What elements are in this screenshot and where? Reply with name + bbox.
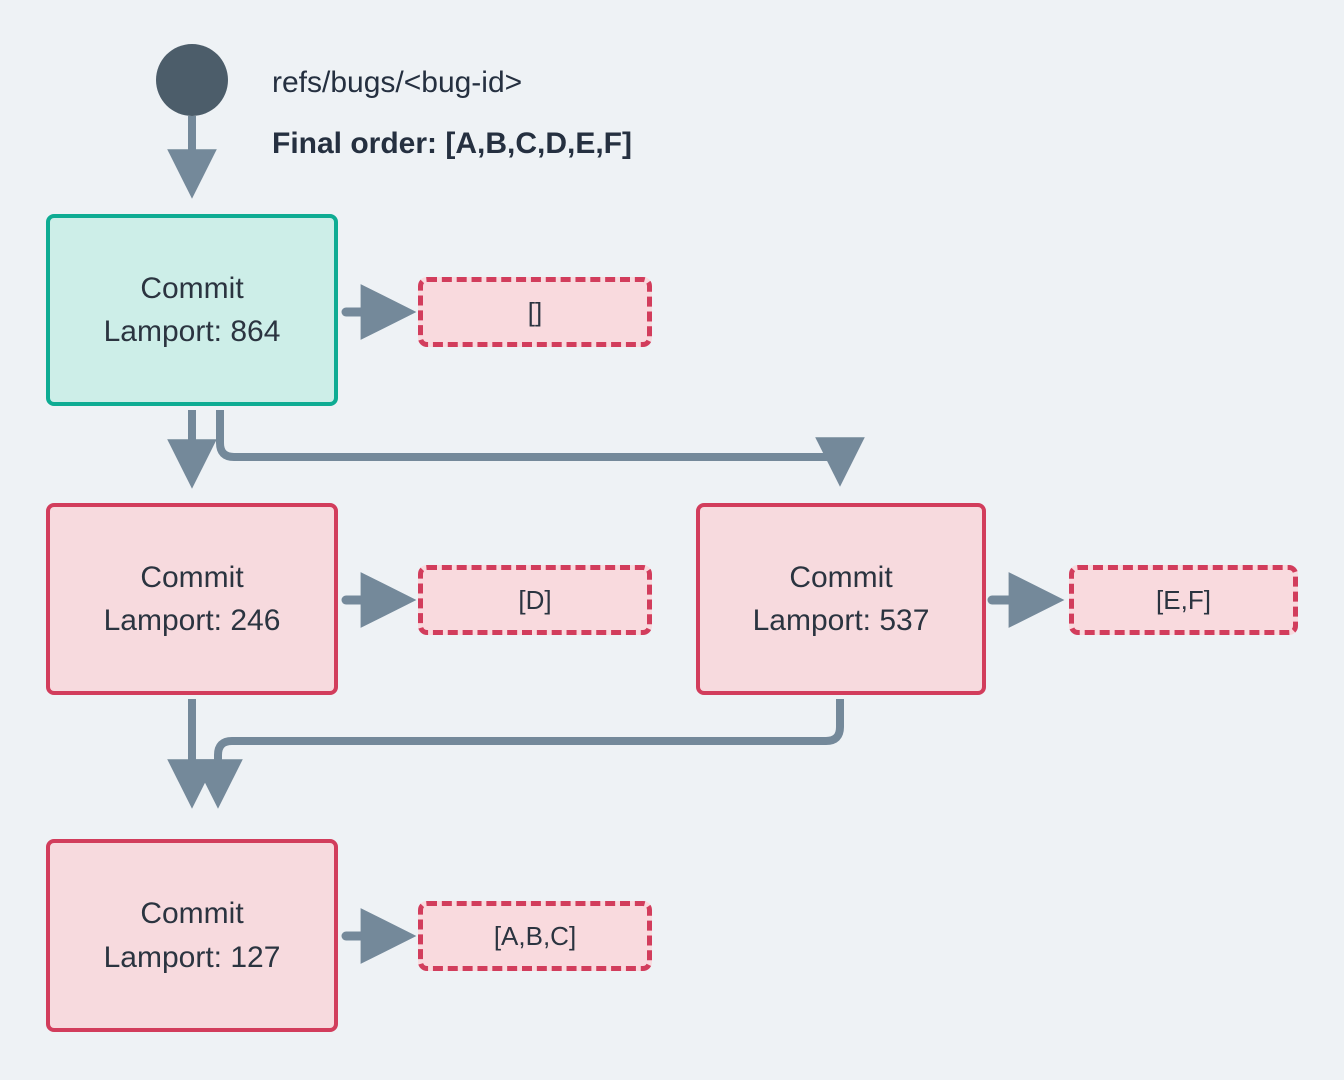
commit-node-246[interactable]: Commit Lamport: 246 bbox=[46, 503, 338, 695]
commit-node-246-label: Commit bbox=[140, 560, 244, 594]
payload-chip-537[interactable]: [E,F] bbox=[1069, 565, 1298, 635]
commit-node-864-lamport: Lamport: 864 bbox=[103, 315, 281, 348]
payload-chip-246[interactable]: [D] bbox=[418, 565, 652, 635]
commit-node-537-label: Commit bbox=[789, 560, 893, 594]
payload-chip-864[interactable]: [] bbox=[418, 277, 652, 347]
commit-node-127-lamport: Lamport: 127 bbox=[103, 940, 281, 974]
payload-chip-537-value: [E,F] bbox=[1156, 584, 1211, 615]
payload-chip-864-value: [] bbox=[527, 296, 543, 327]
commit-node-127[interactable]: Commit Lamport: 127 bbox=[46, 839, 338, 1032]
payload-chip-246-value: [D] bbox=[518, 584, 552, 615]
commit-node-864[interactable]: Commit Lamport: 864 bbox=[46, 214, 338, 406]
edge-537-to-127 bbox=[193, 699, 844, 809]
commit-node-537[interactable]: Commit Lamport: 537 bbox=[696, 503, 986, 695]
commit-node-246-lamport: Lamport: 246 bbox=[103, 604, 281, 637]
commit-node-537-lamport: Lamport: 537 bbox=[752, 604, 930, 637]
edge-864-to-537 bbox=[216, 410, 865, 487]
commit-node-864-label: Commit bbox=[140, 271, 244, 305]
payload-chip-127[interactable]: [A,B,C] bbox=[418, 901, 652, 971]
start-dot bbox=[156, 44, 228, 116]
payload-chip-127-value: [A,B,C] bbox=[493, 920, 577, 951]
final-order-label: Final order: [A,B,C,D,E,F] bbox=[272, 127, 632, 160]
commit-node-127-label: Commit bbox=[140, 897, 244, 931]
ref-label: refs/bugs/<bug-id> bbox=[272, 66, 523, 99]
